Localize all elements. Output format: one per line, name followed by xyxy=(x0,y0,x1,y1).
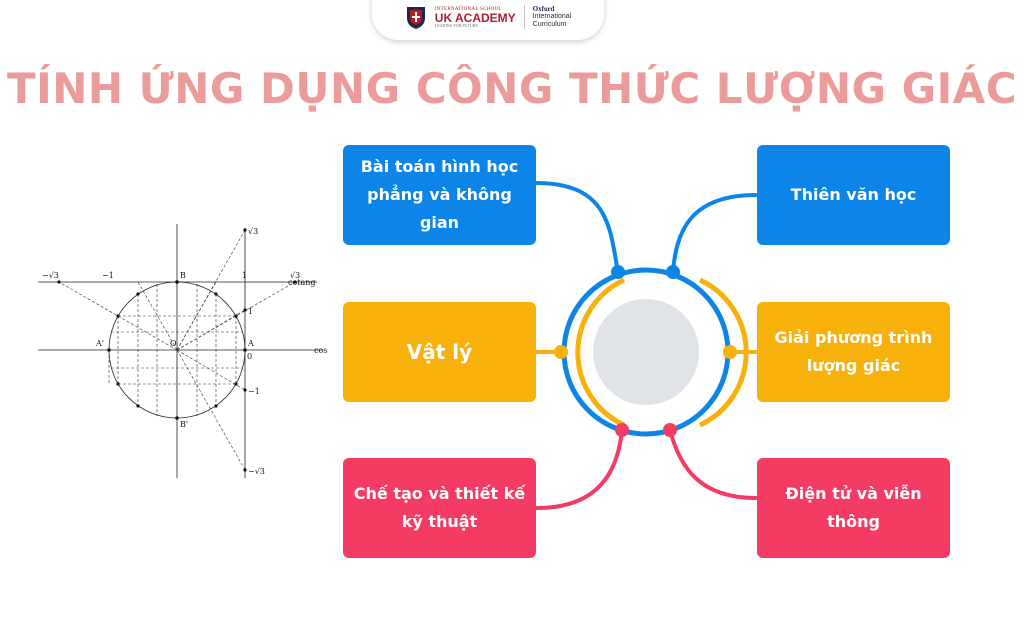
partner-line-2: International xyxy=(532,13,572,21)
node-geometry[interactable]: Bài toán hình học phẳng và không gian xyxy=(343,145,536,245)
origin-label: O xyxy=(170,339,177,348)
node-electronics-label: Điện tử và viễn thông xyxy=(785,484,922,531)
center-hub xyxy=(593,299,699,405)
partner-line-3: Curriculum xyxy=(532,20,567,28)
trig-circle-diagram: cotang cos √3 −√3 √3 −√3 1 −1 1 −1 0 B B… xyxy=(38,224,327,478)
cotang-axis-label: cotang xyxy=(288,278,316,287)
school-name: UK ACADEMY xyxy=(434,10,516,25)
node-engineering[interactable]: Chế tạo và thiết kế kỹ thuật xyxy=(343,458,536,558)
point-b-prime-label: B' xyxy=(180,420,188,429)
point-a-label: A xyxy=(247,339,254,348)
school-logo: INTERNATIONAL SCHOOL UK ACADEMY LEADING … xyxy=(435,7,516,28)
node-electronics[interactable]: Điện tử và viễn thông xyxy=(757,458,950,558)
header-logo-tab: INTERNATIONAL SCHOOL UK ACADEMY LEADING … xyxy=(372,0,604,40)
sqrt3-top-label: √3 xyxy=(248,227,258,236)
point-b-label: B xyxy=(180,271,186,280)
neg-sqrt3-cotang-label: −√3 xyxy=(42,271,59,280)
crest-icon xyxy=(406,7,425,29)
node-trig-equations[interactable]: Giải phương trình lượng giác xyxy=(757,302,950,402)
node-trig-equations-label: Giải phương trình lượng giác xyxy=(774,328,933,375)
neg-one-cotang-label: −1 xyxy=(102,271,114,280)
node-physics-label: Vật lý xyxy=(406,340,473,364)
school-small-text: INTERNATIONAL SCHOOL xyxy=(434,6,502,12)
one-cotang-label: 1 xyxy=(242,271,247,280)
partner-line-1: Oxford xyxy=(532,4,555,13)
page-title: TÍNH ỨNG DỤNG CÔNG THỨC LƯỢNG GIÁC xyxy=(6,64,1018,113)
node-physics[interactable]: Vật lý xyxy=(343,302,536,402)
one-tangent-label: 1 xyxy=(248,307,253,316)
node-engineering-label: Chế tạo và thiết kế kỹ thuật xyxy=(353,484,526,531)
school-tagline: LEADING FOR FUTURE xyxy=(434,22,478,28)
node-geometry-label: Bài toán hình học phẳng và không gian xyxy=(360,157,519,232)
node-astronomy-label: Thiên văn học xyxy=(790,185,917,204)
neg-sqrt3-bottom-label: −√3 xyxy=(248,467,265,476)
neg-one-tangent-label: −1 xyxy=(248,387,260,396)
node-astronomy[interactable]: Thiên văn học xyxy=(757,145,950,245)
sqrt3-cotang-label: √3 xyxy=(290,271,300,280)
partner-logo: Oxford International Curriculum xyxy=(532,4,572,28)
point-a-prime-label: A' xyxy=(95,339,104,348)
zero-label: 0 xyxy=(247,352,252,361)
cos-axis-label: cos xyxy=(314,346,327,355)
logo-divider xyxy=(523,5,525,29)
